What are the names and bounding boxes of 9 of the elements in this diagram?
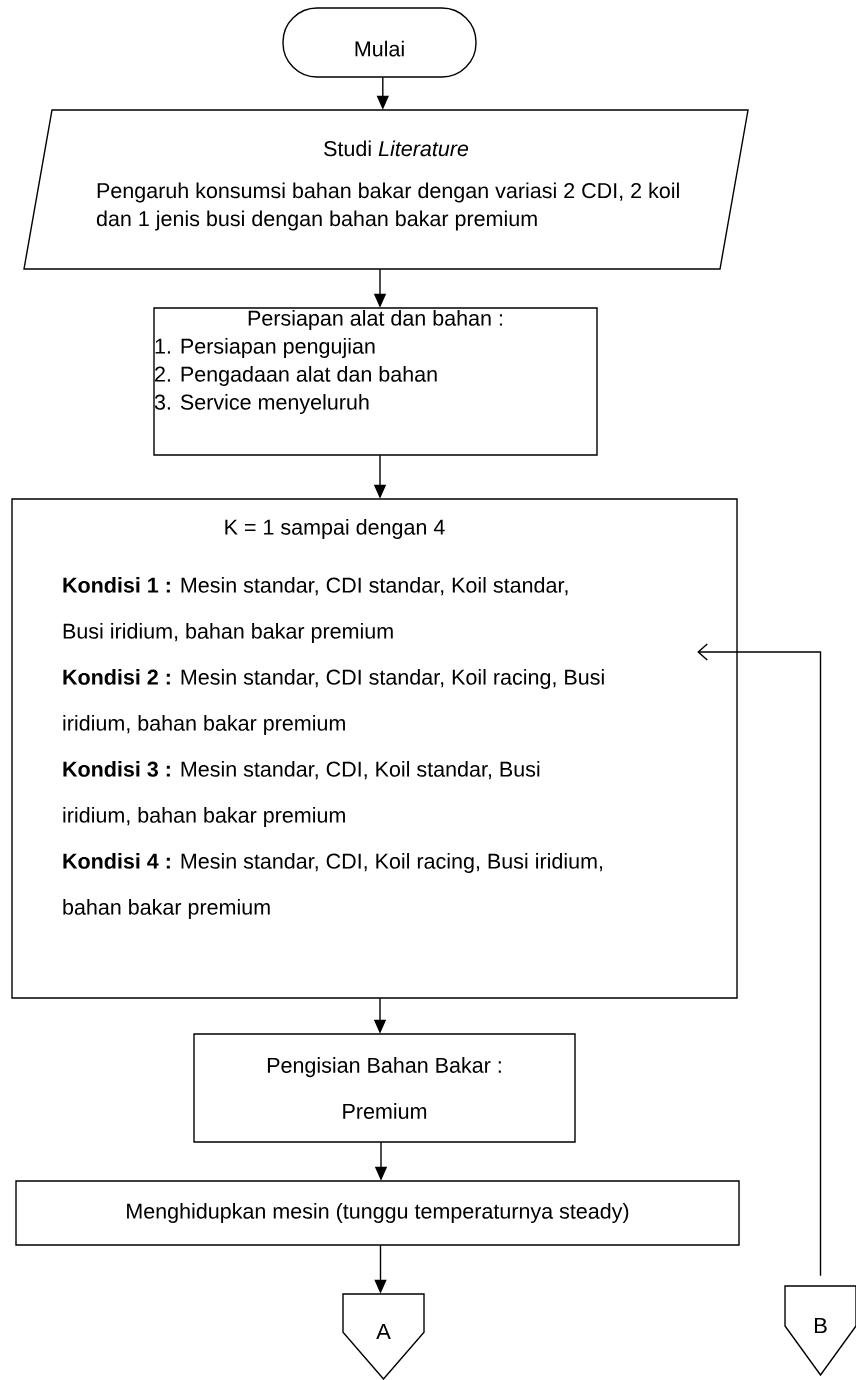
process-box: Pengisian Bahan Bakar : Premium: [193, 1033, 576, 1143]
process-box: Menghidupkan mesin (tunggu temperaturnya steady): [15, 1180, 740, 1246]
arrow: [697, 643, 822, 1277]
off-page-connector: A: [342, 1293, 425, 1380]
start-terminal: Mulai: [282, 7, 477, 78]
off-page-connector: B: [784, 1285, 856, 1377]
process-box: Persiapan alat dan bahan : 1. Persiapan pengujian 2. Pengadaan alat dan bahan 3. Service menyeluruh: [153, 307, 598, 456]
process-box: K = 1 sampai dengan 4 Kondisi 1 : Mesin standar, CDI standar, Koil standar, Busi iridium, bahan bakar premium Kondisi 2 : Mesin standar, CDI standar, Koil racing, Busi iridium, bahan bakar premium Kondisi 3 : Mesin standar, CDI, Koil standar, Busi iridium, bahan bakar premium Kondisi 4 : Mesin standar, CDI, Koil racing, Busi iridium, bahan bakar premium: [11, 498, 738, 999]
input-parallelogram: Studi Literature Pengaruh konsumsi bahan bakar dengan variasi 2 CDI, 2 koil dan 1 jenis busi dengan bahan bakar premium: [23, 109, 749, 270]
